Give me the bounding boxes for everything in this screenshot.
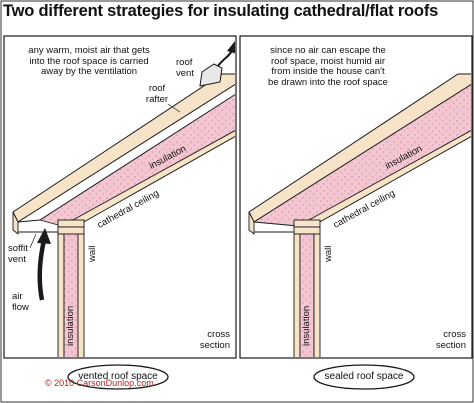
soffit-vent-label-line-2: vent — [8, 253, 26, 265]
right-top-plate — [293, 219, 321, 228]
roof-vent-label-line-1: roof — [176, 57, 193, 68]
left-wall-insulation-label: insulation — [65, 305, 76, 346]
right-fascia — [248, 211, 255, 235]
left-cross-section-line-1: cross — [207, 329, 230, 340]
roof-vent-label-line-2: vent — [176, 67, 194, 79]
roof-rafter-label-line-2: rafter — [145, 93, 169, 105]
right-top-plate-2 — [293, 226, 321, 235]
right-caption-oval — [313, 364, 415, 390]
soffit-vent-leader — [29, 233, 37, 249]
right-note-line-3: from inside the house can't — [271, 66, 385, 77]
air-flow-arrow — [37, 239, 47, 301]
right-note-line-1: since no air can escape the — [270, 45, 386, 56]
roof-rafter-leader — [167, 103, 181, 113]
left-wall-label: wall — [87, 245, 98, 262]
right-cross-section-label: cross section — [426, 329, 466, 351]
right-caption: sealed roof space — [324, 371, 404, 382]
soffit-vent-label-line-1: soffit — [8, 243, 28, 254]
right-wall-label: wall — [323, 245, 334, 262]
left-cross-section-label: cross section — [190, 329, 230, 351]
left-wall-inner — [77, 233, 85, 357]
left-caption-oval — [67, 364, 169, 390]
air-flow-label-line-1: air — [12, 291, 23, 302]
air-flow-label: air flow — [12, 291, 29, 313]
right-note: since no air can escape the roof space, … — [248, 45, 408, 88]
left-top-plate-2 — [57, 226, 85, 235]
left-panel — [3, 35, 237, 390]
left-roof-rafter — [17, 84, 235, 223]
vent-exhaust-arrowhead — [227, 41, 235, 54]
left-wall-outer — [57, 233, 65, 357]
right-wall-outer — [293, 233, 301, 357]
right-cross-section-line-2: section — [435, 339, 466, 351]
left-fascia — [12, 211, 19, 235]
right-note-line-2: roof space, moist humid air — [270, 55, 386, 67]
left-note-line-2: into the roof space is carried — [29, 55, 149, 67]
soffit-vent-label: soffit vent — [8, 243, 28, 265]
left-caption: vented roof space — [78, 371, 158, 382]
roof-vent-label: roof vent — [176, 57, 194, 79]
right-wall-inner — [313, 233, 321, 357]
right-cross-section-line-1: cross — [443, 329, 466, 340]
left-cross-section-line-2: section — [199, 339, 230, 351]
copyright-text: © 2010 CarsonDunlop.com — [45, 378, 154, 388]
left-note: any warm, moist air that gets into the r… — [14, 45, 164, 78]
diagram-title: Two different strategies for insulating … — [3, 2, 439, 20]
air-flow-arrowhead — [37, 228, 51, 244]
left-note-line-3: away by the ventilation — [40, 66, 138, 77]
roof-rafter-label: roof rafter — [140, 83, 174, 105]
right-wall-insulation-label: insulation — [301, 305, 312, 346]
right-note-line-4: be drawn into the roof space — [268, 76, 388, 88]
roof-rafter-label-line-1: roof — [148, 83, 166, 94]
right-panel — [239, 35, 473, 390]
left-note-line-1: any warm, moist air that gets — [28, 45, 150, 56]
left-top-plate — [57, 219, 85, 228]
air-flow-label-line-2: flow — [12, 301, 29, 313]
